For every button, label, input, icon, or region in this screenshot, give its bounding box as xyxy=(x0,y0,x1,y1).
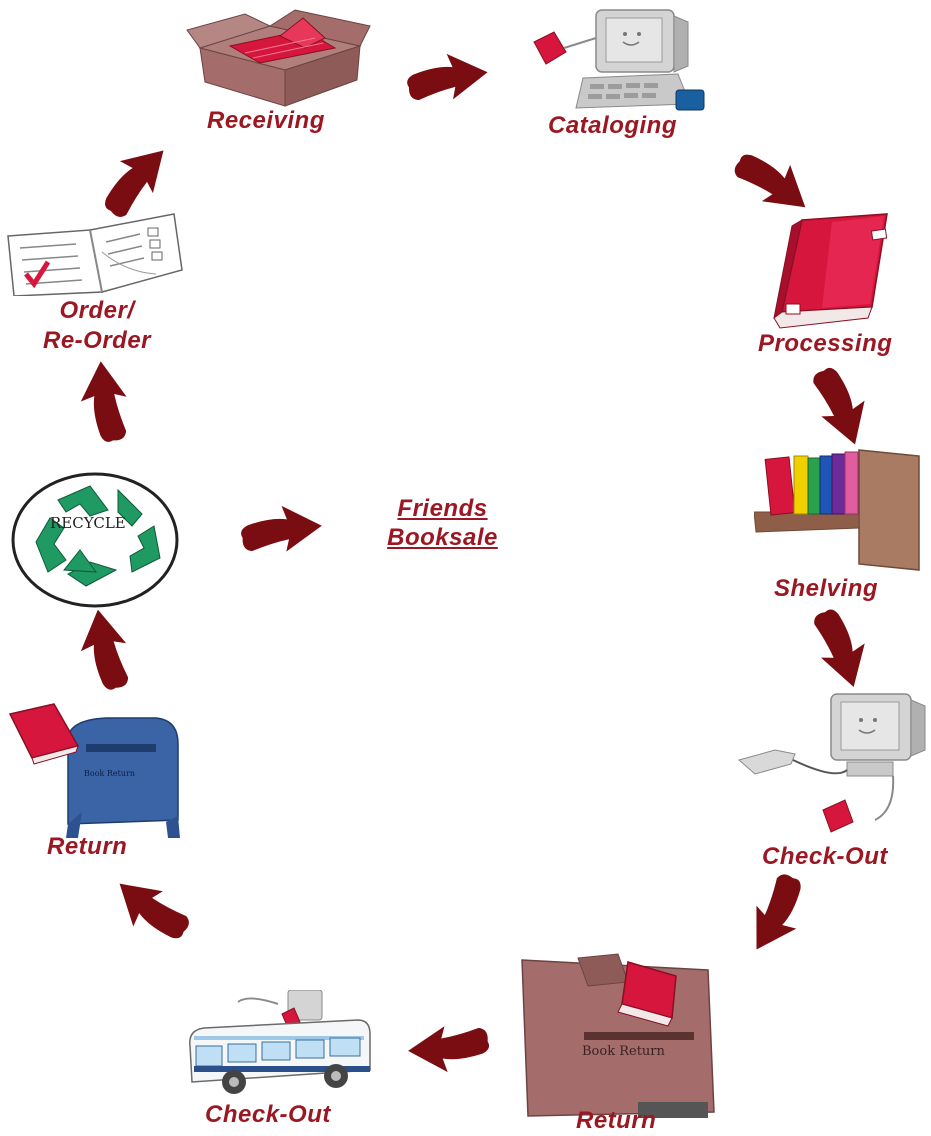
arrow-receiving-to-cataloging xyxy=(403,48,491,106)
label-checkout-bottom: Check-Out xyxy=(205,1101,331,1128)
arrow-return-to-checkout xyxy=(406,1023,491,1075)
bookshelf-icon xyxy=(754,449,920,571)
arrow-shelving-to-checkout xyxy=(807,602,877,694)
computer-icon xyxy=(533,9,705,111)
recycle-icon: RECYCLE xyxy=(11,472,179,608)
mailbox-text: Book Return xyxy=(84,769,135,778)
friends-line1: Friends xyxy=(397,495,488,522)
label-order-line2: Re-Order xyxy=(42,327,152,354)
label-shelving: Shelving xyxy=(774,575,879,602)
book-return-bin-icon: Book Return xyxy=(521,953,715,1118)
arrow-recycle-to-friends xyxy=(238,501,325,557)
label-return-left: Return xyxy=(47,833,128,860)
label-order-line1: Order/ xyxy=(59,297,135,324)
label-processing: Processing xyxy=(758,330,893,357)
label-return-bottom: Return xyxy=(576,1107,657,1134)
recycle-text: RECYCLE xyxy=(50,514,126,532)
friends-booksale-link[interactable]: Friends Booksale xyxy=(370,494,515,552)
book-icon xyxy=(773,213,888,329)
label-receiving: Receiving xyxy=(207,107,325,134)
arrow-processing-to-shelving xyxy=(806,360,878,453)
arrow-return-to-recycle xyxy=(74,605,134,694)
arrow-recycle-to-order xyxy=(76,358,132,445)
computer-scanner-icon xyxy=(737,693,926,833)
arrow-checkout-to-return-left xyxy=(104,866,196,955)
open-box-icon xyxy=(186,9,371,107)
order-form-icon xyxy=(7,213,183,296)
arrow-checkout-to-return xyxy=(737,868,818,962)
label-checkout-right: Check-Out xyxy=(762,843,888,870)
bin-text: Book Return xyxy=(582,1044,666,1059)
label-order: Order/ Re-Order xyxy=(22,296,172,356)
mailbox-icon: Book Return xyxy=(8,703,180,838)
label-cataloging: Cataloging xyxy=(548,112,677,139)
friends-line2: Booksale xyxy=(387,524,498,551)
bookmobile-bus-icon xyxy=(189,990,371,1094)
